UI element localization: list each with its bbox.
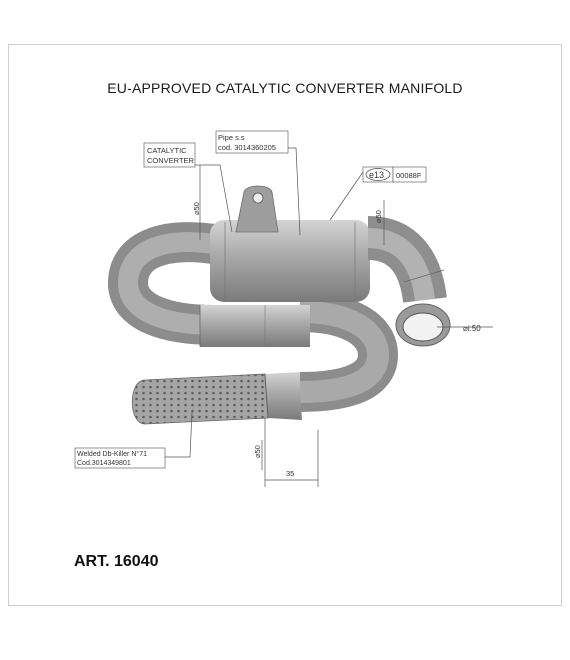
catalytic-converter-body xyxy=(210,220,370,302)
mounting-bracket xyxy=(235,185,279,233)
catalytic-label-line1: CATALYTIC xyxy=(147,146,187,155)
dim-di50: ⌀i.50 xyxy=(463,324,481,333)
eu-mark: e13 xyxy=(369,170,384,180)
dim-d50-upper-left: ⌀50 xyxy=(192,202,201,215)
pipe-label-line1: Pipe s.s xyxy=(218,133,245,142)
dim-35: 35 xyxy=(286,469,294,478)
article-number: ART. 16040 xyxy=(74,553,159,570)
catalytic-label-line2: CONVERTER xyxy=(147,156,195,165)
eu-code: 00088F xyxy=(396,171,422,180)
middle-pipe xyxy=(200,305,310,347)
drawing-title: EU-APPROVED CATALYTIC CONVERTER MANIFOLD xyxy=(107,80,463,96)
dim-d50-upper-right: ⌀50 xyxy=(374,210,383,223)
dbkiller-label-line1: Welded Db-Killer N°71 xyxy=(77,450,147,458)
dbkiller-label-box xyxy=(74,447,166,469)
dim-d50-lower: ⌀50 xyxy=(253,445,262,458)
catalytic-label-box xyxy=(143,142,196,168)
pipe-label-line2: cod. 3014360205 xyxy=(218,143,276,152)
dbkiller-label-line2: Cod.3014349801 xyxy=(77,460,131,467)
eu-code-box xyxy=(392,166,427,183)
pipe-label-box xyxy=(215,130,289,154)
db-killer-pipe xyxy=(132,373,269,425)
